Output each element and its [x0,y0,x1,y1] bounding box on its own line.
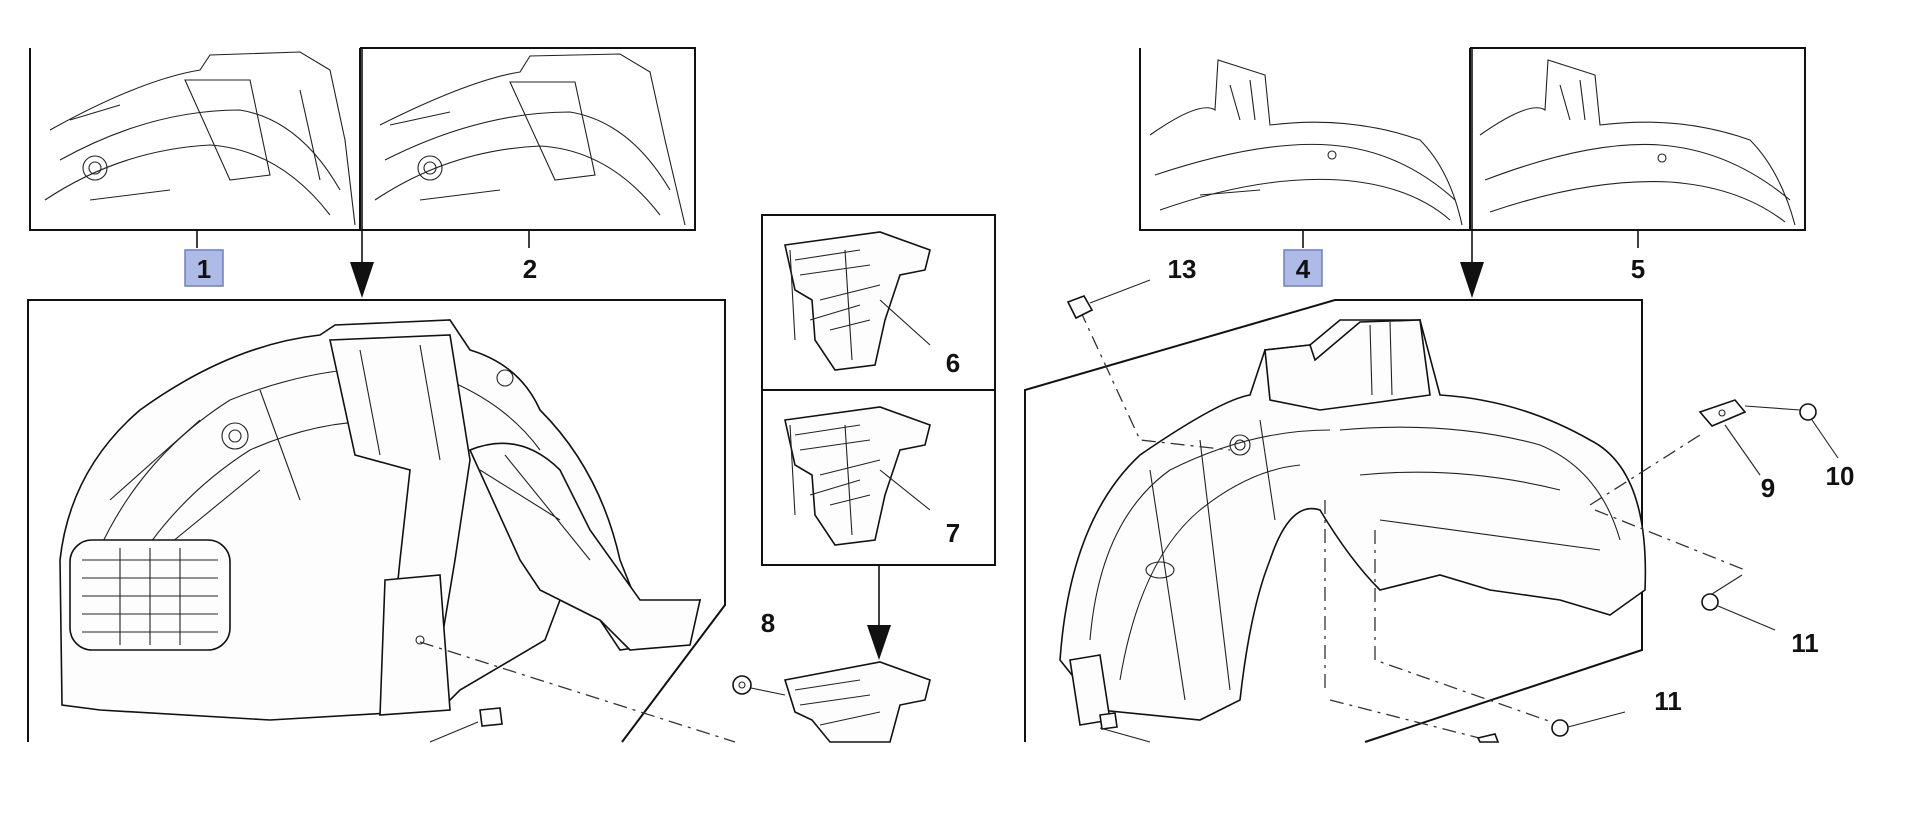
callout-13: 13 [1168,254,1197,284]
arrow-down-icon [350,262,374,298]
callout-11-upper: 11 [1791,628,1819,658]
thumbnail-1 [29,48,361,231]
screw-11-upper [1701,574,1776,631]
callout-7: 7 [946,518,960,548]
callout-1: 1 [197,254,211,284]
screw-11-lower [1476,711,1626,743]
fastener-8 [732,675,786,696]
arrow-down-icon [867,625,891,660]
callout-5: 5 [1631,254,1645,284]
pin-10 [1744,403,1839,459]
thumbnail-5 [1470,47,1806,231]
callout-2: 2 [523,254,537,284]
callout-8: 8 [761,608,775,638]
right-main-panel [1024,299,1746,743]
fastener-13 [1066,279,1151,320]
thumbnail-4 [1139,48,1471,231]
clip-9 [1698,399,1761,476]
callout-6: 6 [946,348,960,378]
callout-4-highlight [1283,249,1323,287]
thumbnail-2 [360,47,696,231]
callout-1-highlight [184,249,224,287]
arrow-down-icon [1460,262,1484,298]
callout-4: 4 [1296,254,1311,284]
callout-9: 9 [1761,473,1775,503]
bracket-assembled [783,661,931,743]
callout-10: 10 [1826,461,1855,491]
left-main-panel [27,299,736,743]
callout-11-lower: 11 [1654,686,1682,716]
